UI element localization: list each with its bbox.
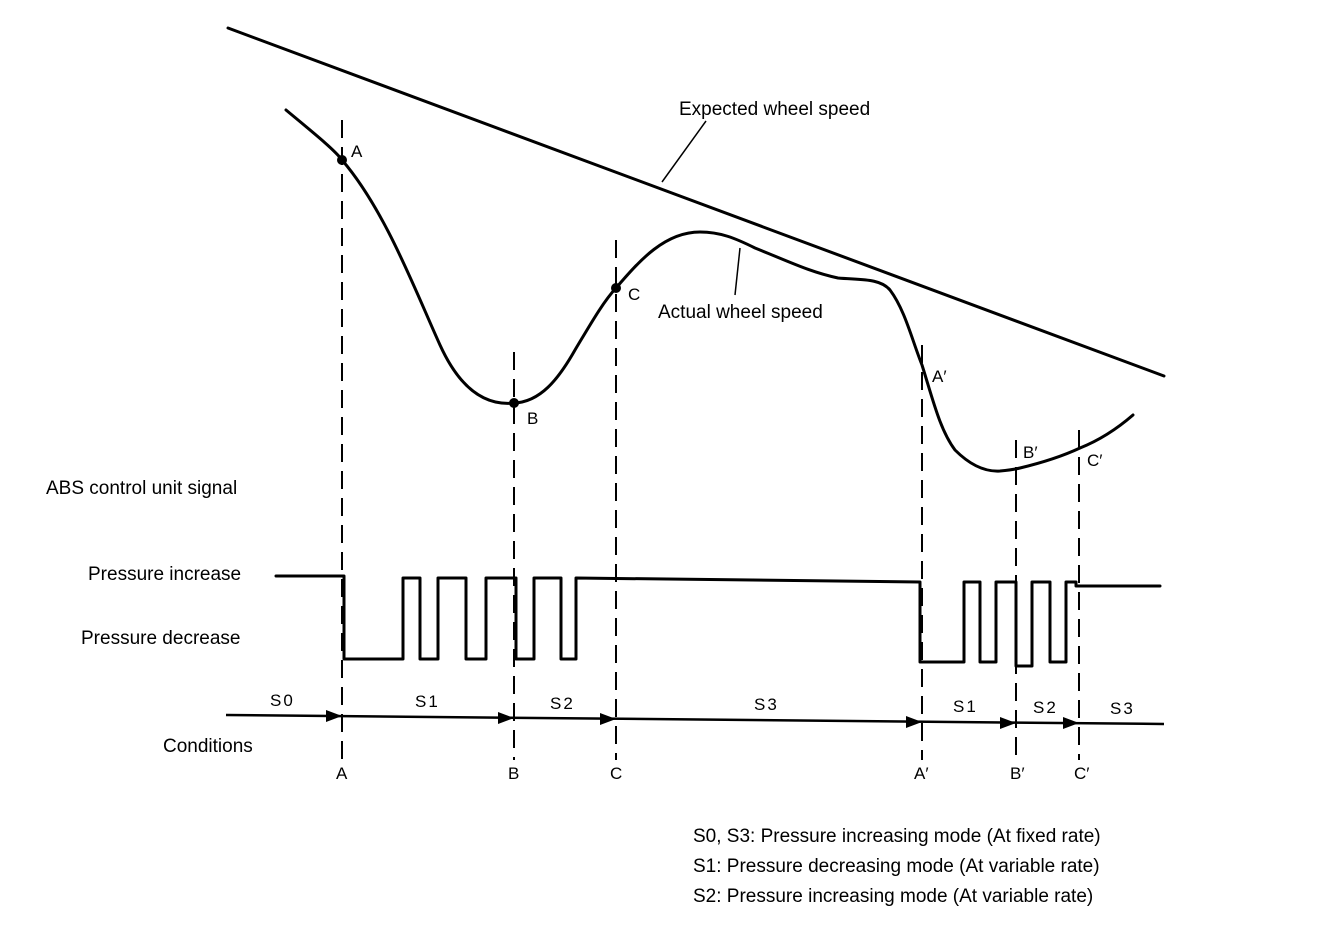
arrow-head-c-prime [1063, 717, 1079, 729]
curve-label-c-prime: C′ [1087, 451, 1102, 470]
state-label-s2-second: S2 [1033, 698, 1058, 717]
arrow-head-b-prime [1000, 717, 1016, 729]
state-label-s2: S2 [550, 694, 575, 713]
curve-label-b: B [527, 409, 538, 428]
legend-line-1: S0, S3: Pressure increasing mode (At fix… [693, 826, 1101, 847]
curve-label-a: A [351, 142, 363, 161]
state-label-s3-second: S3 [1110, 699, 1135, 718]
pressure-increase-label: Pressure increase [88, 564, 241, 585]
point-b-dot [509, 398, 519, 408]
axis-label-a: A [336, 764, 348, 783]
arrow-head-c [600, 713, 616, 725]
conditions-label: Conditions [163, 736, 253, 757]
actual-wheel-speed-label: Actual wheel speed [658, 302, 823, 323]
axis-label-b: B [508, 764, 519, 783]
point-a-dot [337, 155, 347, 165]
actual-wheel-speed-curve [284, 108, 1135, 473]
pressure-signal-wave [274, 574, 1162, 668]
axis-label-b-prime: B′ [1010, 764, 1025, 783]
state-label-s3: S3 [754, 695, 779, 714]
curve-label-c: C [628, 285, 640, 304]
pressure-decrease-label: Pressure decrease [81, 628, 240, 649]
actual-wheel-speed-leader [734, 247, 741, 296]
axis-label-a-prime: A′ [914, 764, 929, 783]
axis-label-c: C [610, 764, 622, 783]
expected-wheel-speed-line [226, 26, 1166, 378]
arrow-head-a [326, 710, 342, 722]
arrow-head-b [498, 712, 514, 724]
expected-wheel-speed-leader [661, 120, 707, 183]
conditions-axis [225, 713, 1165, 726]
expected-wheel-speed-label: Expected wheel speed [679, 99, 870, 120]
curve-label-b-prime: B′ [1023, 443, 1038, 462]
state-label-s1: S1 [415, 692, 440, 711]
axis-label-c-prime: C′ [1074, 764, 1089, 783]
arrow-head-a-prime [906, 716, 922, 728]
abs-signal-label: ABS control unit signal [46, 478, 237, 499]
state-label-s0: S0 [270, 691, 295, 710]
curve-label-a-prime: A′ [932, 367, 947, 386]
legend-line-3: S2: Pressure increasing mode (At variabl… [693, 886, 1093, 907]
state-label-s1-second: S1 [953, 697, 978, 716]
legend-line-2: S1: Pressure decreasing mode (At variabl… [693, 856, 1100, 877]
point-c-dot [611, 283, 621, 293]
